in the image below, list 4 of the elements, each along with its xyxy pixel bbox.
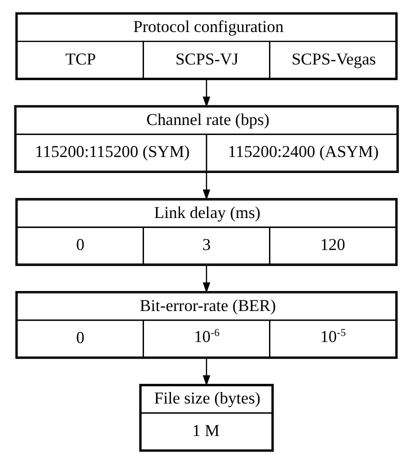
arrow [202, 358, 210, 386]
arrow [202, 172, 210, 200]
arrow [202, 80, 210, 108]
arrow [202, 265, 210, 294]
